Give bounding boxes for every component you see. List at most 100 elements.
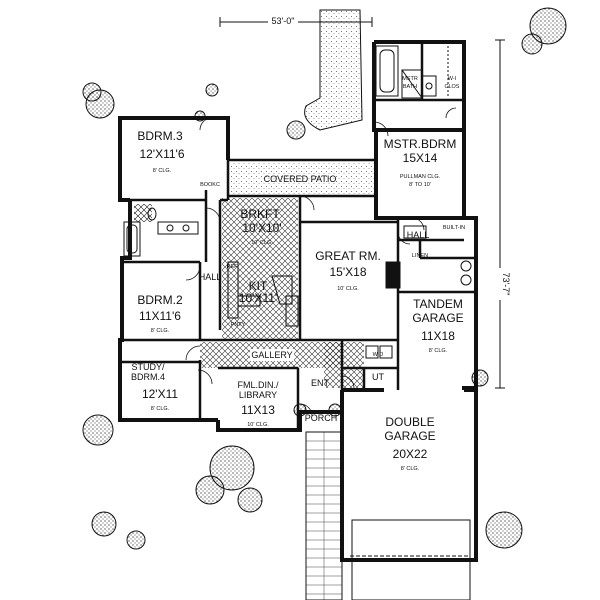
room-size: 15'X18 bbox=[330, 265, 367, 279]
label: W D bbox=[373, 352, 384, 358]
room-ceiling: 8' CLG. bbox=[153, 168, 172, 174]
room-name: MSTR.BDRM bbox=[384, 137, 457, 151]
tile-floors bbox=[134, 162, 374, 388]
room-name: KIT bbox=[249, 279, 268, 293]
room-ceiling: 8' CLG. bbox=[151, 406, 170, 412]
toilet-icon bbox=[147, 207, 157, 221]
room-ceiling: 8' CLG. bbox=[429, 348, 448, 354]
room-hall-right: HALL bbox=[407, 230, 430, 240]
room-ceiling: 10' CLG. bbox=[247, 422, 269, 428]
room-gallery: GALLERY bbox=[250, 349, 294, 361]
room-size: 10'X10' bbox=[242, 221, 281, 235]
room-name: ENT bbox=[311, 378, 330, 388]
tree-icon bbox=[82, 82, 115, 119]
room-bedroom-2: BDRM.2 11X11'6 8' CLG. bbox=[137, 293, 183, 334]
room-name: HALL bbox=[199, 272, 222, 282]
room-double-garage: DOUBLE GARAGE 20X22 8' CLG. bbox=[384, 415, 435, 472]
label: BUILT-IN bbox=[443, 225, 465, 231]
room-name: BATH bbox=[403, 84, 417, 90]
label: UT bbox=[372, 372, 384, 382]
room-bedroom-3: BDRM.3 12'X11'6 8' CLG. bbox=[137, 129, 185, 174]
built-in-label: BUILT-IN bbox=[443, 225, 465, 231]
room-name: LIBRARY bbox=[239, 390, 277, 400]
bathtub-icon bbox=[123, 221, 141, 257]
kitchen-counter bbox=[227, 261, 299, 327]
room-formal-dining: FML.DIN./ LIBRARY 11X13 10' CLG. bbox=[237, 380, 279, 428]
landscaping bbox=[82, 7, 567, 550]
room-master-bath: MSTR BATH bbox=[402, 76, 418, 90]
room-size: 11X13 bbox=[241, 403, 275, 417]
room-ceiling: 8' CLG. bbox=[151, 328, 170, 334]
label: LINEN bbox=[412, 253, 428, 259]
room-study: STUDY/ BDRM.4 12'X11 8' CLG. bbox=[131, 362, 178, 412]
sink-icon bbox=[157, 221, 199, 235]
tree-icon bbox=[82, 414, 114, 446]
utility-label: UT bbox=[372, 372, 384, 382]
room-name: STUDY/ bbox=[131, 362, 165, 372]
shrub-icon bbox=[195, 445, 263, 513]
room-size: 12'X11 bbox=[142, 387, 178, 401]
room-note: 8' TO 10' bbox=[409, 182, 431, 188]
room-ceiling: 8' CLG. bbox=[401, 466, 420, 472]
room-name: GARAGE bbox=[384, 429, 435, 443]
label: BOOKC bbox=[200, 182, 220, 188]
room-name: BDRM.2 bbox=[137, 293, 183, 307]
room-great-room: GREAT RM. 15'X18 10' CLG. bbox=[315, 249, 381, 292]
room-master-bedroom: MSTR.BDRM 15X14 PULLMAN CLG. 8' TO 10' bbox=[384, 137, 457, 188]
ref-label: REF bbox=[227, 264, 239, 270]
tree-icon bbox=[485, 511, 523, 549]
room-size: 12'X11'6 bbox=[139, 147, 184, 161]
room-size: 10'X11' bbox=[239, 291, 277, 305]
room-porch: PORCH bbox=[305, 413, 338, 423]
room-kitchen: KIT 10'X11' bbox=[239, 279, 277, 305]
room-name: BDRM.4 bbox=[131, 372, 165, 382]
front-walkway bbox=[305, 431, 343, 600]
doors bbox=[185, 107, 457, 417]
room-tandem-garage: TANDEM GARAGE 11X18 8' CLG. bbox=[412, 297, 463, 354]
room-entry: ENT bbox=[311, 378, 330, 388]
room-breakfast: BRKFT 10'X10' 10' CLG. bbox=[240, 207, 281, 246]
room-name: CLOS bbox=[445, 84, 460, 90]
room-ceiling: 10' CLG. bbox=[337, 286, 359, 292]
stair-icon bbox=[403, 225, 427, 239]
room-name: GARAGE bbox=[412, 311, 463, 325]
fireplace-icon bbox=[385, 261, 401, 289]
room-ceiling: 10' CLG. bbox=[251, 240, 273, 246]
water-heater-icon bbox=[460, 260, 472, 286]
room-name: HALL bbox=[407, 230, 430, 240]
laundry-icon bbox=[365, 345, 393, 359]
shrub-icon bbox=[91, 511, 146, 550]
width-dimension-label: 53'-0" bbox=[272, 16, 295, 26]
fixtures bbox=[123, 45, 472, 359]
room-name: GREAT RM. bbox=[315, 249, 381, 263]
room-name: BDRM.3 bbox=[137, 129, 183, 143]
room-covered-patio: COVERED PATIO bbox=[264, 174, 337, 184]
bookcase-label: BOOKC bbox=[200, 182, 220, 188]
room-name: BRKFT bbox=[240, 207, 280, 221]
linen-label: LINEN bbox=[412, 253, 428, 259]
room-hall-left: HALL bbox=[199, 272, 222, 282]
room-name: MSTR bbox=[402, 76, 418, 82]
patio-walkway bbox=[304, 9, 363, 131]
depth-dimension: 73'-7" bbox=[493, 39, 511, 389]
laundry-label: W D bbox=[373, 352, 384, 358]
room-size: 20X22 bbox=[393, 447, 428, 461]
tree-icon bbox=[521, 7, 567, 55]
pantry-label: PNTY bbox=[231, 322, 246, 328]
room-name: TANDEM bbox=[413, 297, 463, 311]
label: REF bbox=[227, 264, 239, 270]
room-name: GALLERY bbox=[251, 350, 292, 360]
room-name: DOUBLE bbox=[385, 415, 434, 429]
room-walk-in-closet: W-I CLOS bbox=[445, 76, 460, 90]
room-name: W-I bbox=[448, 76, 457, 82]
room-name: COVERED PATIO bbox=[264, 174, 337, 184]
depth-dimension-label: 73'-7" bbox=[501, 273, 511, 296]
room-name: FML.DIN./ bbox=[237, 380, 279, 390]
bathtub-icon bbox=[375, 45, 399, 97]
room-note: PULLMAN CLG. bbox=[400, 174, 441, 180]
room-size: 11X11'6 bbox=[139, 309, 181, 323]
room-name: PORCH bbox=[305, 413, 338, 423]
label: PNTY bbox=[231, 322, 246, 328]
room-size: 15X14 bbox=[403, 151, 438, 165]
